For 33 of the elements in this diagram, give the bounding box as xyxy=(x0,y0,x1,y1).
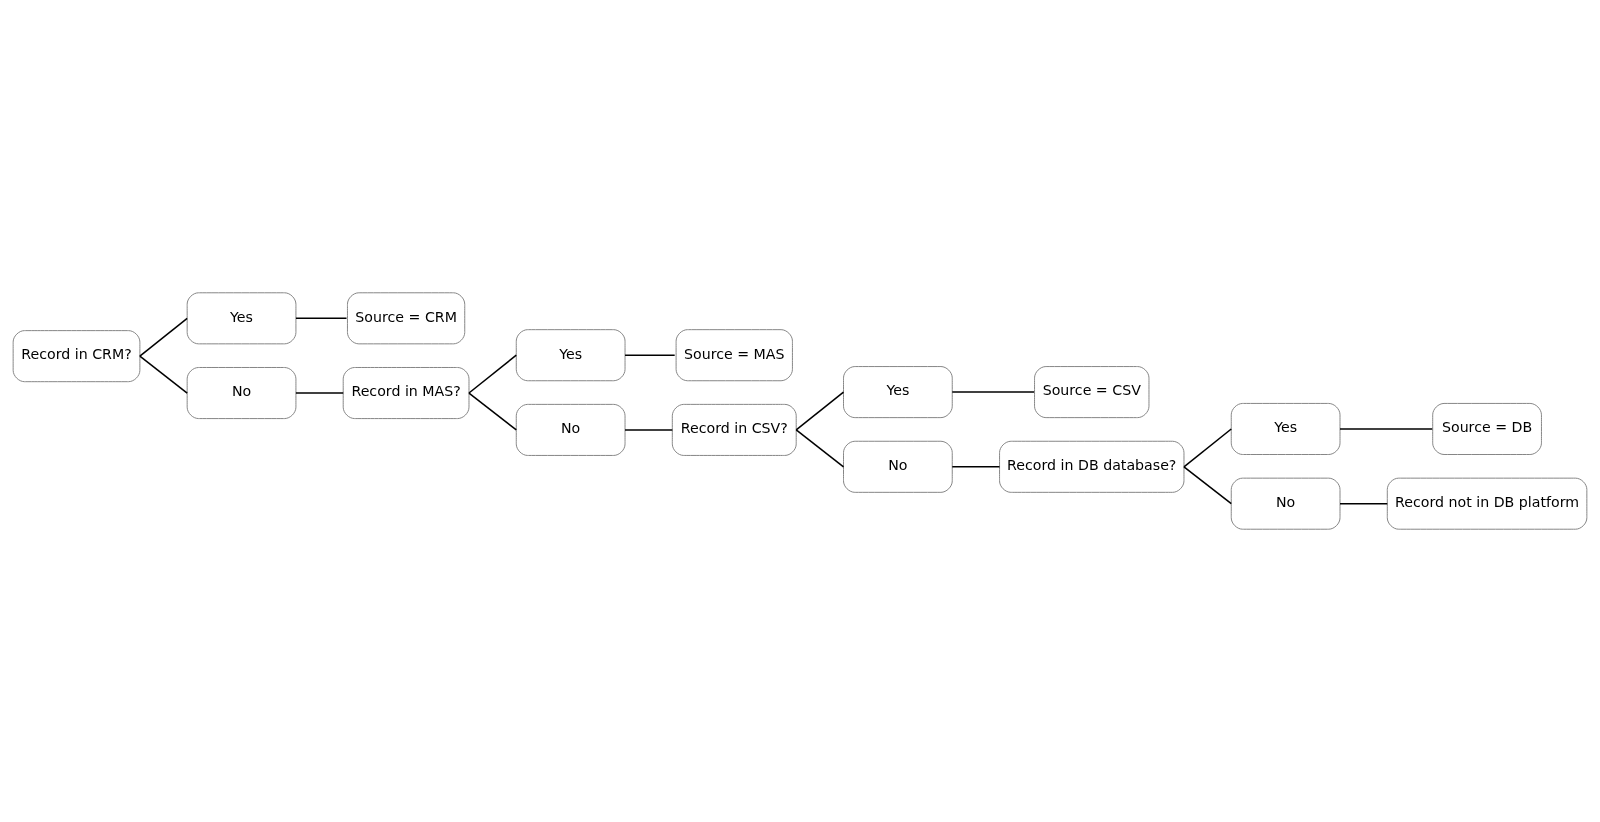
node-box: No xyxy=(515,403,626,456)
connector xyxy=(1183,428,1232,468)
node-box: Yes xyxy=(1230,402,1341,455)
connector xyxy=(1339,502,1389,505)
connector xyxy=(624,354,676,356)
node-box: No xyxy=(186,367,297,420)
node-box: Record in CSV? xyxy=(671,403,797,456)
node-box: Yes xyxy=(515,329,626,382)
connector xyxy=(1183,466,1232,505)
connector xyxy=(139,355,188,394)
connector xyxy=(624,429,674,431)
connector xyxy=(795,391,845,431)
node-box: Yes xyxy=(186,292,297,345)
connector xyxy=(1339,428,1433,430)
node-box: Record in DB database? xyxy=(999,440,1185,493)
node-box: Record not in DB platform xyxy=(1386,477,1588,530)
connector xyxy=(951,466,1001,468)
node-box: No xyxy=(1230,477,1341,530)
connector xyxy=(795,429,845,468)
connector xyxy=(468,392,518,431)
connector xyxy=(139,317,188,357)
connector xyxy=(468,354,518,394)
node-box: Source = DB xyxy=(1432,402,1542,455)
node-box: Yes xyxy=(843,366,953,419)
node-box: No xyxy=(843,440,953,493)
node-box: Source = CRM xyxy=(347,292,466,345)
node-box: Source = MAS xyxy=(675,329,793,382)
connector xyxy=(295,317,348,320)
connector xyxy=(295,392,344,394)
node-box: Record in CRM? xyxy=(12,330,141,383)
connector xyxy=(951,391,1035,393)
node-box: Record in MAS? xyxy=(342,367,470,420)
node-box: Source = CSV xyxy=(1034,366,1150,419)
